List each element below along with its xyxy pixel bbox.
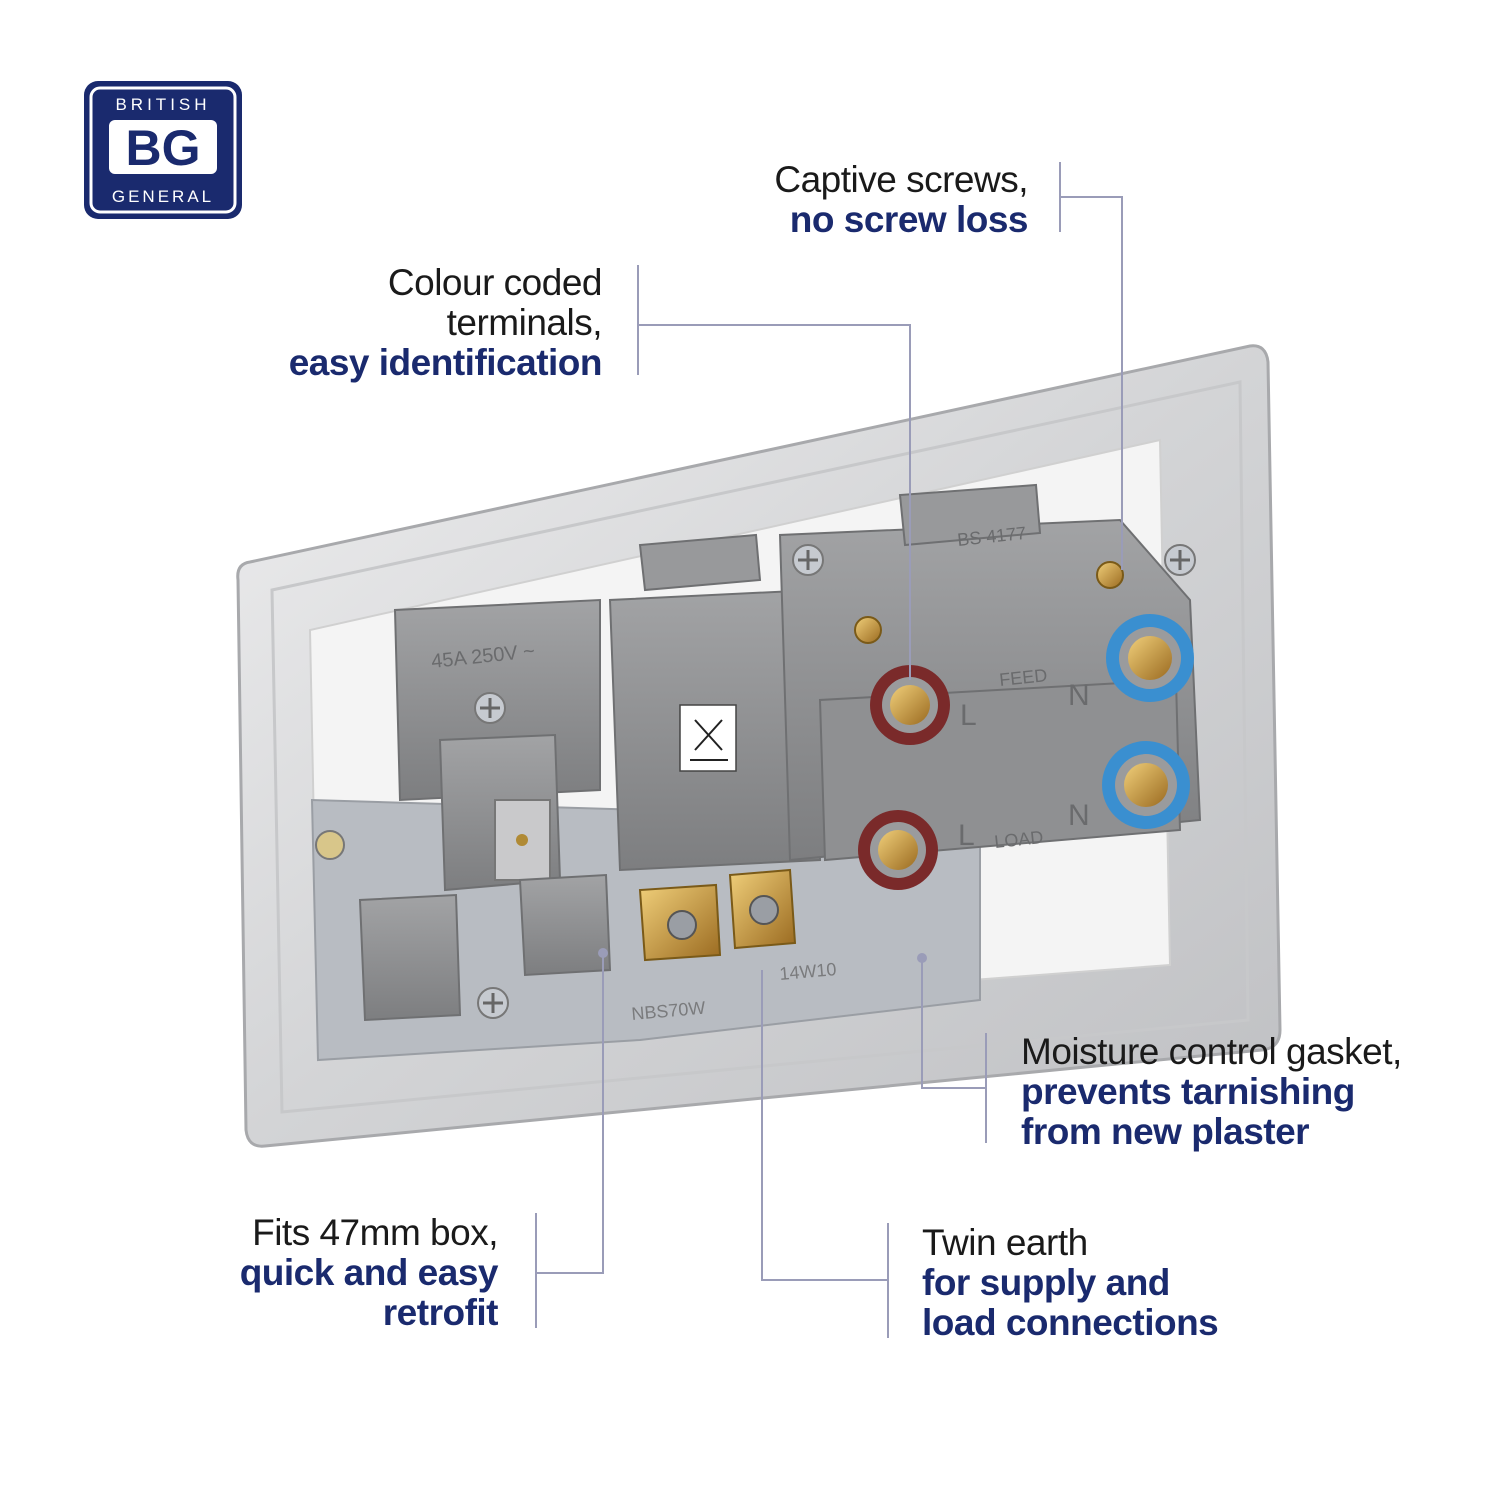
colour-coded-line2: terminals, bbox=[446, 302, 603, 343]
neutral-terminal-feed bbox=[1106, 614, 1194, 702]
callout-fits-box: Fits 47mm box, quick and easy retrofit bbox=[239, 1212, 499, 1333]
twin-earth-line1: Twin earth bbox=[922, 1222, 1088, 1263]
colour-coded-line1: Colour coded bbox=[387, 262, 603, 303]
leader-dots bbox=[598, 948, 927, 963]
colour-coded-line3: easy identification bbox=[288, 342, 603, 383]
moisture-line3: from new plaster bbox=[1021, 1111, 1310, 1152]
callout-moisture: Moisture control gasket, prevents tarnis… bbox=[1021, 1032, 1402, 1152]
feed-neutral-marking: N bbox=[1068, 679, 1090, 712]
leader-lines bbox=[535, 162, 1123, 1338]
earth-terminals bbox=[638, 868, 797, 962]
fits-box-line2: quick and easy bbox=[239, 1252, 499, 1293]
weee-label bbox=[679, 704, 737, 772]
fits-box-line3: retrofit bbox=[382, 1292, 499, 1333]
logo-middle-text: BG bbox=[126, 120, 201, 176]
logo-bottom-text: GENERAL bbox=[112, 187, 214, 206]
moisture-line1: Moisture control gasket, bbox=[1021, 1031, 1402, 1072]
twin-earth-line3: load connections bbox=[922, 1302, 1219, 1343]
load-neutral-marking: N bbox=[1068, 799, 1090, 832]
screws bbox=[474, 544, 1196, 1019]
callout-captive-screws: Captive screws, no screw loss bbox=[774, 160, 1028, 240]
captive-screws-line2: no screw loss bbox=[789, 199, 1029, 240]
bracket-hole bbox=[315, 830, 345, 860]
live-terminal-load bbox=[858, 810, 938, 890]
moisture-line2: prevents tarnishing bbox=[1021, 1071, 1355, 1112]
callout-colour-coded: Colour coded terminals, easy identificat… bbox=[288, 262, 603, 383]
weee-bin-icon bbox=[690, 719, 728, 761]
feed-live-marking: L bbox=[960, 699, 977, 732]
code-marking: 14W10 bbox=[779, 959, 838, 984]
logo-top-text: BRITISH bbox=[115, 95, 210, 114]
fits-box-line1: Fits 47mm box, bbox=[252, 1212, 498, 1253]
neutral-terminal-load bbox=[1102, 741, 1190, 829]
bg-logo-icon: BRITISH BG GENERAL bbox=[84, 81, 242, 219]
callout-twin-earth: Twin earth for supply and load connectio… bbox=[922, 1222, 1219, 1343]
british-general-logo: BRITISH BG GENERAL bbox=[83, 80, 243, 220]
captive-screws-line1: Captive screws, bbox=[774, 159, 1028, 200]
feed-marking: FEED bbox=[998, 665, 1048, 690]
live-terminal-feed bbox=[870, 665, 950, 745]
twin-earth-line2: for supply and bbox=[922, 1262, 1170, 1303]
load-live-marking: L bbox=[958, 819, 975, 852]
